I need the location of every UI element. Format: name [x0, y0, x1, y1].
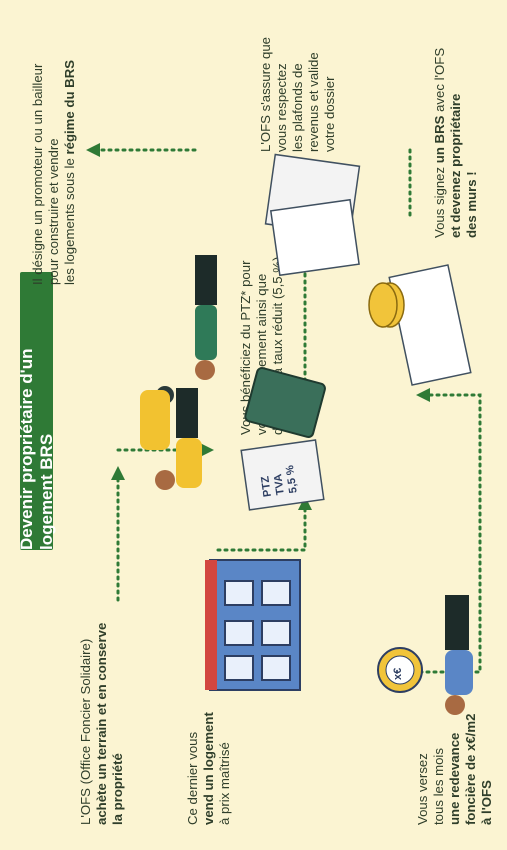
arrowhead-right-1	[111, 466, 125, 480]
coin-label: x€	[392, 667, 404, 680]
ptz-document-labels: PTZ TVA 5,5 %	[258, 464, 301, 497]
handshake-illustration	[140, 255, 217, 490]
coin-illustration	[377, 647, 423, 693]
signature-illustration	[368, 264, 472, 386]
person-illustration	[445, 595, 473, 715]
ptz-document-illustration	[240, 367, 326, 511]
connector-building-ptz	[216, 508, 307, 552]
connector-ptz-plafonds	[283, 178, 307, 432]
building-illustration	[205, 559, 301, 691]
dossier-illustration	[264, 153, 361, 277]
arrowhead-up-3	[416, 388, 430, 402]
arrowhead-down-1	[200, 443, 214, 457]
arrowhead-up-2	[86, 143, 100, 157]
arrowhead-right-2	[298, 496, 312, 510]
